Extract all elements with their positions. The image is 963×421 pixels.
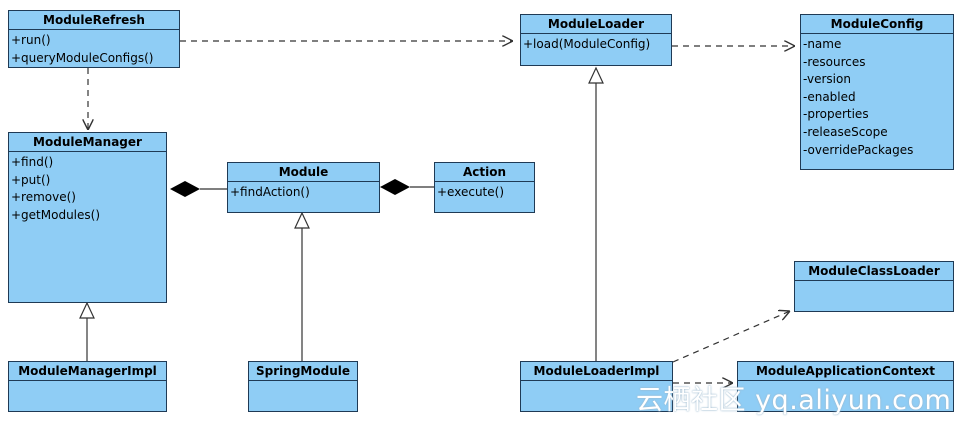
class-module-config: ModuleConfig -name -resources -version -… — [800, 14, 954, 170]
class-module-refresh: ModuleRefresh +run() +queryModuleConfigs… — [8, 10, 180, 68]
class-name: Module — [228, 163, 379, 182]
member: +getModules() — [11, 207, 101, 222]
member: -overridePackages — [803, 142, 914, 157]
class-name: ModuleLoader — [521, 15, 671, 34]
class-module-class-loader: ModuleClassLoader — [794, 261, 954, 312]
class-module-manager-impl: ModuleManagerImpl — [8, 361, 167, 412]
member: -resources — [803, 54, 866, 69]
class-module-loader: ModuleLoader +load(ModuleConfig) — [520, 14, 672, 66]
member: +find() — [11, 155, 54, 169]
class-module-application-context: ModuleApplicationContext — [737, 361, 954, 412]
class-module: Module +findAction() — [227, 162, 380, 213]
class-name: SpringModule — [249, 362, 357, 381]
class-name: ModuleManagerImpl — [9, 362, 166, 381]
generalization-arrow-loader — [588, 66, 604, 84]
class-action: Action +execute() — [434, 162, 535, 213]
class-module-manager: ModuleManager +find() +put() +remove() +… — [8, 132, 167, 303]
class-name: ModuleApplicationContext — [738, 362, 953, 381]
class-name: ModuleLoaderImpl — [521, 362, 672, 381]
composition-diamond-module — [380, 179, 410, 195]
member: -version — [803, 72, 851, 87]
member: +put() — [11, 172, 51, 187]
member: +load(ModuleConfig) — [523, 37, 651, 51]
composition-diamond-manager — [170, 181, 200, 197]
class-name: ModuleConfig — [801, 15, 953, 34]
member: -releaseScope — [803, 124, 888, 139]
member: +queryModuleConfigs() — [11, 50, 154, 65]
class-name: ModuleManager — [9, 133, 166, 152]
member: -properties — [803, 107, 869, 122]
watermark-text: 云栖社区 yq.aliyun.com — [636, 385, 952, 416]
class-spring-module: SpringModule — [248, 361, 358, 412]
member: +execute() — [437, 185, 504, 199]
member: -name — [803, 37, 842, 51]
class-name: ModuleRefresh — [9, 11, 179, 30]
member: +remove() — [11, 190, 76, 205]
class-name: ModuleClassLoader — [795, 262, 953, 281]
generalization-arrow-module — [294, 211, 310, 229]
dependency-loaderimpl-to-classloader — [672, 311, 790, 363]
class-name: Action — [435, 163, 534, 182]
generalization-arrow-manager — [79, 301, 95, 319]
member: -enabled — [803, 89, 856, 104]
member: +run() — [11, 33, 51, 47]
class-module-loader-impl: ModuleLoaderImpl — [520, 361, 673, 412]
member: +findAction() — [230, 185, 310, 199]
